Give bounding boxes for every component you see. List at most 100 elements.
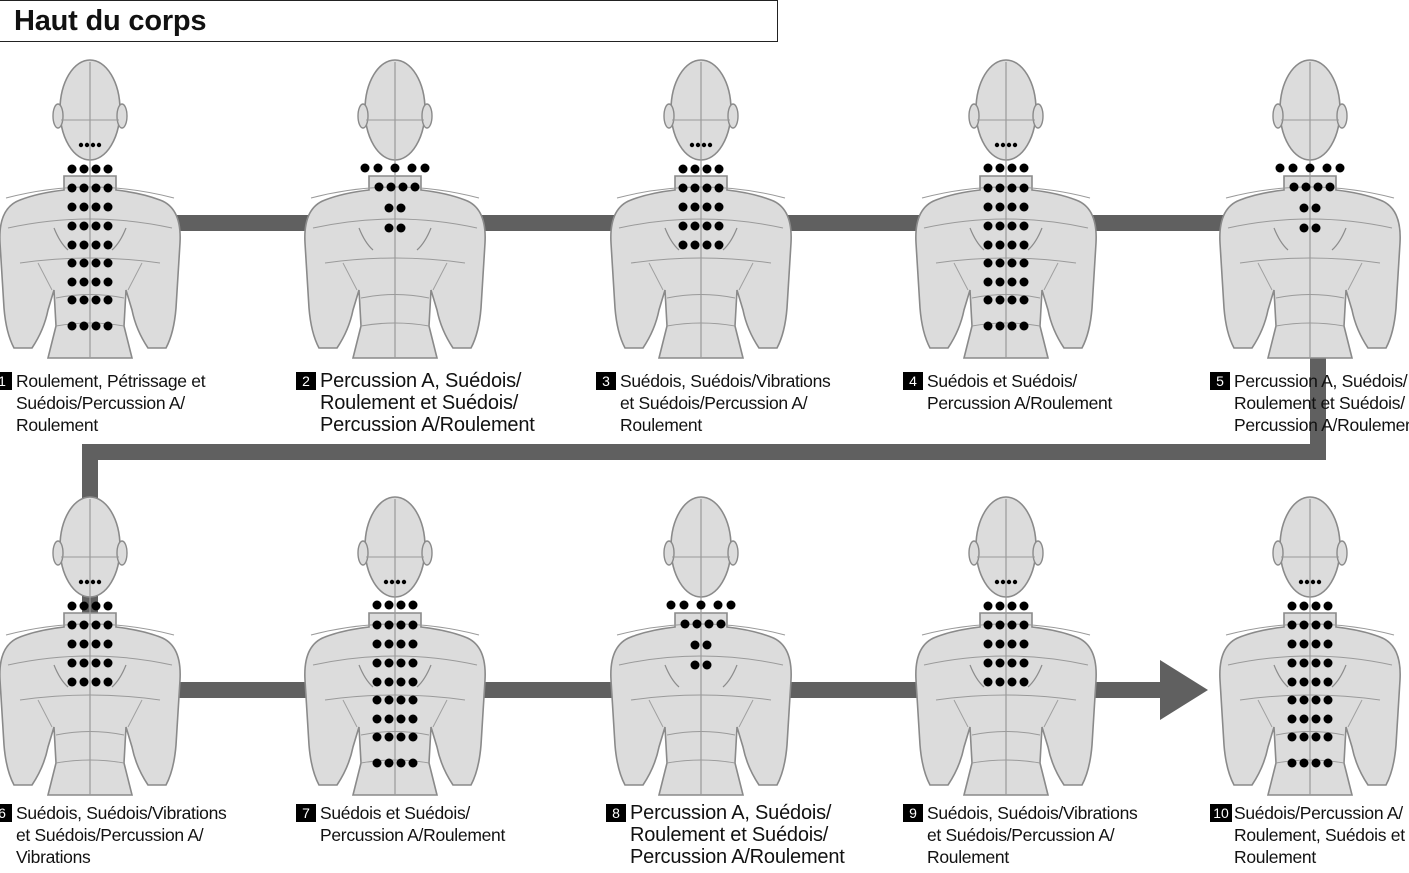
pressure-dot <box>1323 732 1333 742</box>
step-caption-line: Suédois/Percussion A/ <box>1234 803 1403 823</box>
pressure-dot <box>716 619 726 629</box>
pressure-dot <box>1299 714 1309 724</box>
pressure-dot <box>995 677 1005 687</box>
pressure-dot <box>1299 601 1309 611</box>
pressure-dot <box>995 183 1005 193</box>
pressure-dot <box>396 658 406 668</box>
pressure-dot <box>1019 258 1029 268</box>
body-figure-2 <box>303 58 488 359</box>
pressure-dot <box>1007 295 1017 305</box>
pressure-dot <box>1287 601 1297 611</box>
pressure-dot <box>384 639 394 649</box>
pressure-dot <box>1311 203 1321 213</box>
pressure-dot <box>1288 163 1298 173</box>
right-ear <box>727 540 739 566</box>
pressure-dot <box>91 677 101 687</box>
pressure-dot <box>1007 620 1017 630</box>
body-figure-4 <box>914 58 1099 359</box>
pressure-dot <box>67 321 77 331</box>
right-ear <box>727 103 739 129</box>
right-ear <box>421 103 433 129</box>
pressure-dot <box>702 202 712 212</box>
pressure-dot <box>67 258 77 268</box>
pressure-dot <box>690 202 700 212</box>
pressure-dot <box>408 758 418 768</box>
pressure-dot <box>384 658 394 668</box>
pressure-dot <box>1313 182 1323 192</box>
pressure-dot <box>1012 579 1018 585</box>
pressure-dot <box>995 639 1005 649</box>
pressure-dot <box>1007 258 1017 268</box>
pressure-dot <box>1019 277 1029 287</box>
step-caption-line: Suédois et Suédois/ <box>320 803 470 823</box>
pressure-dot <box>1019 221 1029 231</box>
pressure-dot <box>389 579 395 585</box>
pressure-dot <box>384 620 394 630</box>
pressure-dot <box>384 677 394 687</box>
pressure-dot <box>67 183 77 193</box>
pressure-dot <box>1000 142 1006 148</box>
pressure-dot <box>983 620 993 630</box>
pressure-dot <box>1299 203 1309 213</box>
pressure-dot <box>395 579 401 585</box>
pressure-dot <box>983 202 993 212</box>
pressure-dot <box>983 221 993 231</box>
pressure-dot <box>1323 658 1333 668</box>
arrowhead-icon <box>1160 660 1208 720</box>
pressure-dot <box>1019 240 1029 250</box>
pressure-dot <box>678 202 688 212</box>
pressure-dot <box>995 163 1005 173</box>
pressure-dot <box>79 202 89 212</box>
left-ear <box>1272 103 1284 129</box>
step-caption-line: et Suédois/Percussion A/ <box>620 393 808 413</box>
pressure-dot <box>396 600 406 610</box>
step-caption-line: Percussion A/Roulement <box>927 393 1113 413</box>
section-title-box: Haut du corps <box>0 0 778 42</box>
pressure-dot <box>1287 677 1297 687</box>
left-ear <box>663 103 675 129</box>
pressure-dot <box>67 295 77 305</box>
pressure-dot <box>384 203 394 213</box>
pressure-dot <box>372 639 382 649</box>
pressure-dot <box>680 619 690 629</box>
pressure-dot <box>103 183 113 193</box>
pressure-dot <box>695 142 701 148</box>
pressure-dot <box>995 277 1005 287</box>
pressure-dot <box>79 164 89 174</box>
left-ear <box>52 540 64 566</box>
pressure-dot <box>1316 579 1322 585</box>
pressure-dot <box>408 677 418 687</box>
pressure-dot <box>396 677 406 687</box>
step-number-badge: 2 <box>296 372 316 390</box>
pressure-dot <box>386 182 396 192</box>
pressure-dot <box>696 600 706 610</box>
right-ear <box>1032 540 1044 566</box>
pressure-dot <box>401 579 407 585</box>
pressure-dot <box>983 277 993 287</box>
left-ear <box>968 103 980 129</box>
pressure-dot <box>1007 658 1017 668</box>
pressure-dot <box>398 182 408 192</box>
step-caption-line: Roulement et Suédois/ <box>630 824 829 846</box>
pressure-dot <box>372 758 382 768</box>
step-caption-line: Roulement, Suédois et <box>1234 825 1405 845</box>
pressure-dot <box>1299 758 1309 768</box>
step-caption-line: Roulement <box>927 847 1009 867</box>
pressure-dot <box>1007 163 1017 173</box>
pressure-dot <box>396 695 406 705</box>
pressure-dot <box>408 620 418 630</box>
pressure-dot <box>1304 579 1310 585</box>
pressure-dot <box>1019 321 1029 331</box>
pressure-dot <box>1311 223 1321 233</box>
pressure-dot <box>714 221 724 231</box>
pressure-dot <box>1007 321 1017 331</box>
pressure-dot <box>726 600 736 610</box>
pressure-dot <box>666 600 676 610</box>
pressure-dot <box>420 163 430 173</box>
pressure-dot <box>704 619 714 629</box>
pressure-dot <box>1299 620 1309 630</box>
pressure-dot <box>103 677 113 687</box>
step-caption-line: Suédois, Suédois/Vibrations <box>16 803 227 823</box>
pressure-dot <box>78 142 84 148</box>
step-caption-line: Roulement et Suédois/ <box>320 392 519 414</box>
